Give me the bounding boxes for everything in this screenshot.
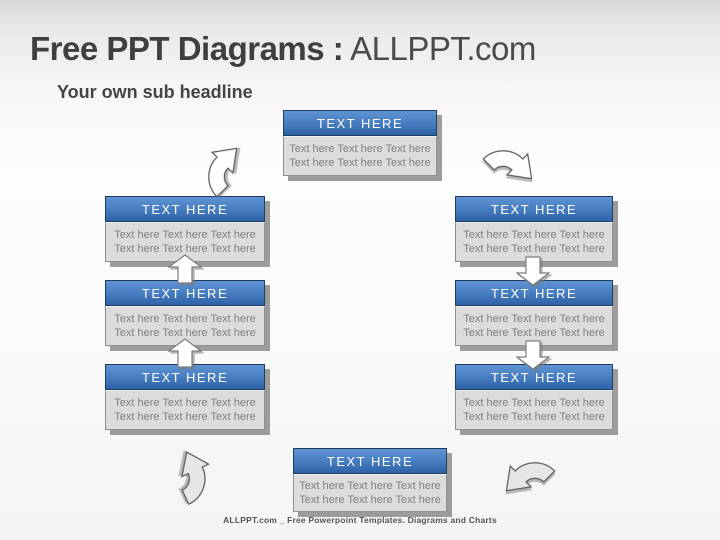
text-box-header-label: TEXT HERE [490,201,578,217]
text-box-left-3: TEXT HERE Text here Text here Text here … [105,364,265,430]
text-box-body-line: Text here Text here Text here [299,494,441,506]
text-box-body: Text here Text here Text here Text here … [293,474,447,512]
page-title-main: Free PPT Diagrams : [30,30,344,67]
text-box-body-line: Text here Text here Text here [463,313,605,325]
block-arrow-up-icon [168,338,202,368]
curved-arrow-up-left-icon [162,424,244,506]
text-box-body-line: Text here Text here Text here [289,157,431,169]
text-box-body-line: Text here Text here Text here [463,243,605,255]
text-box-top-center: TEXT HERE Text here Text here Text here … [283,110,437,176]
block-arrow-up-icon [168,254,202,284]
block-arrow-down-icon [516,340,550,370]
text-box-body-line: Text here Text here Text here [289,143,431,155]
text-box-header-label: TEXT HERE [490,369,578,385]
curved-arrow-down-left-icon [469,427,557,515]
text-box-header-label: TEXT HERE [141,369,229,385]
text-box-body-line: Text here Text here Text here [114,229,256,241]
text-box-body-line: Text here Text here Text here [463,327,605,339]
text-box-body-line: Text here Text here Text here [463,411,605,423]
page-title: Free PPT Diagrams : ALLPPT.com [30,30,536,68]
text-box-body-line: Text here Text here Text here [114,411,256,423]
text-box-body-line: Text here Text here Text here [114,327,256,339]
text-box-header-label: TEXT HERE [326,453,414,469]
text-box-body-line: Text here Text here Text here [114,397,256,409]
text-box-body: Text here Text here Text here Text here … [455,222,613,262]
text-box-body: Text here Text here Text here Text here … [455,390,613,430]
text-box-header: TEXT HERE [105,196,265,222]
footer-credit: ALLPPT.com _ Free Powerpoint Templates. … [223,515,497,525]
text-box-left-2: TEXT HERE Text here Text here Text here … [105,280,265,346]
text-box-left-1: TEXT HERE Text here Text here Text here … [105,196,265,262]
text-box-body-line: Text here Text here Text here [463,229,605,241]
text-box-header-label: TEXT HERE [316,115,404,131]
text-box-right-3: TEXT HERE Text here Text here Text here … [455,364,613,430]
text-box-header: TEXT HERE [455,280,613,306]
text-box-body-line: Text here Text here Text here [463,397,605,409]
text-box-header: TEXT HERE [283,110,437,136]
curved-arrow-up-right-icon [173,111,261,199]
curved-arrow-down-right-icon [481,115,569,203]
text-box-body-line: Text here Text here Text here [114,243,256,255]
text-box-body: Text here Text here Text here Text here … [105,390,265,430]
text-box-body: Text here Text here Text here Text here … [283,136,437,176]
text-box-header: TEXT HERE [455,196,613,222]
sub-headline: Your own sub headline [57,82,253,102]
text-box-bottom-center: TEXT HERE Text here Text here Text here … [293,448,447,512]
text-box-header: TEXT HERE [293,448,447,474]
text-box-header-label: TEXT HERE [141,285,229,301]
text-box-header-label: TEXT HERE [490,285,578,301]
text-box-header: TEXT HERE [455,364,613,390]
text-box-body-line: Text here Text here Text here [114,313,256,325]
text-box-header: TEXT HERE [105,280,265,306]
text-box-right-1: TEXT HERE Text here Text here Text here … [455,196,613,262]
page-title-brand: ALLPPT.com [343,30,536,67]
text-box-right-2: TEXT HERE Text here Text here Text here … [455,280,613,346]
block-arrow-down-icon [516,256,550,286]
text-box-body-line: Text here Text here Text here [299,480,441,492]
text-box-header-label: TEXT HERE [141,201,229,217]
